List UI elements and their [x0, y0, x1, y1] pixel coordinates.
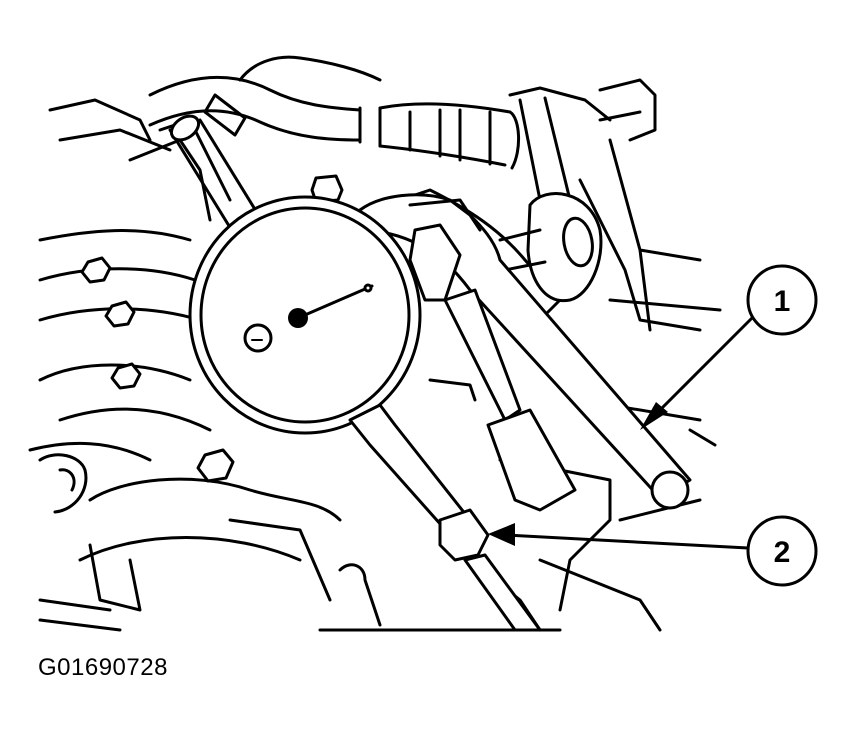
bolt-icon: [104, 300, 136, 328]
arrowhead-icon: [640, 402, 668, 430]
callout-2-number: 2: [774, 536, 791, 569]
indicator-plunger: [348, 403, 542, 632]
probe-rod: [358, 193, 692, 510]
bolt-icon: [110, 362, 142, 390]
callout-1-number: 1: [774, 285, 791, 318]
bolt-icon: [80, 256, 112, 284]
callout-2: 2: [488, 515, 818, 587]
arrowhead-icon: [488, 523, 515, 546]
support-column: [443, 288, 577, 512]
figure-id-label: G01690728: [38, 654, 168, 681]
dial-indicator: [188, 174, 462, 435]
bolt-icon: [196, 448, 235, 483]
callout-1: 1: [640, 264, 818, 430]
